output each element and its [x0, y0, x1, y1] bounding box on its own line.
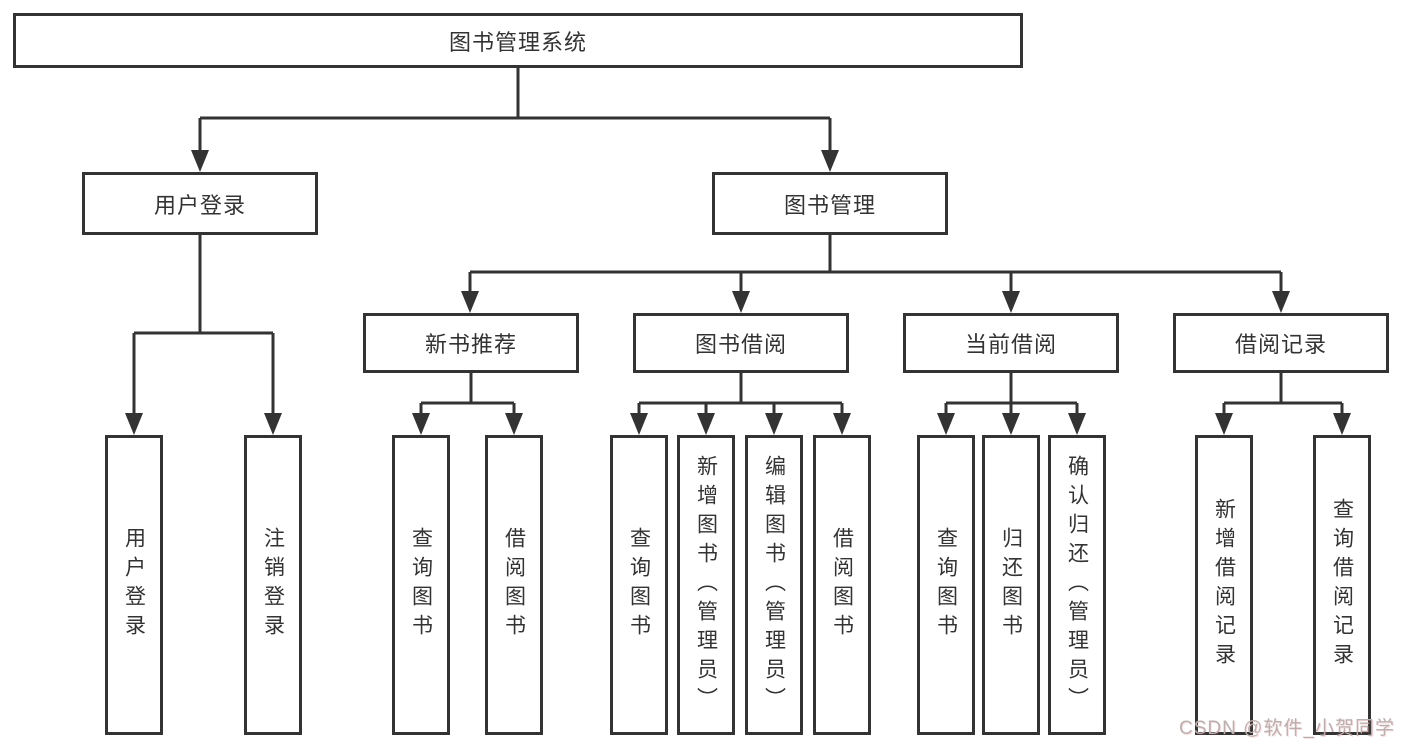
- node-label: 确认归还（管理员）: [1065, 454, 1089, 716]
- node-leaf-edit-books-admin: 编辑图书（管理员）: [745, 435, 803, 735]
- node-label: 图书管理: [783, 192, 876, 218]
- node-leaf-add-books-admin: 新增图书（管理员）: [677, 435, 735, 735]
- node-leaf-query-books: 查询图书: [392, 435, 450, 735]
- node-label: 用户登录: [153, 192, 246, 218]
- node-label: 当前借阅: [964, 332, 1057, 357]
- node-current-borrow: 当前借阅: [903, 313, 1119, 373]
- node-leaf-query-books: 查询图书: [917, 435, 975, 735]
- node-label: 借阅图书: [830, 527, 854, 643]
- node-leaf-user-login: 用户登录: [105, 435, 163, 735]
- node-leaf-logout: 注销登录: [244, 435, 302, 735]
- node-new-book-recommend: 新书推荐: [363, 313, 579, 373]
- node-leaf-confirm-return-admin: 确认归还（管理员）: [1048, 435, 1106, 735]
- node-book-management: 图书管理: [712, 172, 948, 235]
- node-label: 新书推荐: [424, 332, 517, 357]
- node-label: 查询借阅记录: [1330, 498, 1354, 672]
- node-label: 编辑图书（管理员）: [762, 454, 786, 716]
- node-label: 注销登录: [261, 527, 285, 643]
- node-user-login: 用户登录: [82, 172, 318, 235]
- node-leaf-query-borrow-record: 查询借阅记录: [1313, 435, 1371, 735]
- node-label: 图书管理系统: [448, 29, 587, 55]
- node-leaf-query-books: 查询图书: [610, 435, 668, 735]
- node-leaf-borrow-books: 借阅图书: [485, 435, 543, 735]
- node-label: 借阅图书: [502, 527, 526, 643]
- node-label: 查询图书: [627, 527, 651, 643]
- node-library-management-system: 图书管理系统: [13, 13, 1023, 68]
- node-leaf-return-books: 归还图书: [982, 435, 1040, 735]
- node-label: 归还图书: [999, 527, 1023, 643]
- node-book-borrow: 图书借阅: [633, 313, 849, 373]
- node-label: 用户登录: [122, 527, 146, 643]
- csdn-watermark: CSDN @软件_小贺同学: [1179, 718, 1395, 739]
- node-label: 新增图书（管理员）: [694, 454, 718, 716]
- node-leaf-borrow-books: 借阅图书: [813, 435, 871, 735]
- node-label: 查询图书: [409, 527, 433, 643]
- node-label: 图书借阅: [694, 332, 787, 357]
- node-label: 借阅记录: [1234, 332, 1327, 357]
- node-label: 新增借阅记录: [1212, 498, 1236, 672]
- node-label: 查询图书: [934, 527, 958, 643]
- node-borrow-records: 借阅记录: [1173, 313, 1389, 373]
- node-leaf-add-borrow-record: 新增借阅记录: [1195, 435, 1253, 735]
